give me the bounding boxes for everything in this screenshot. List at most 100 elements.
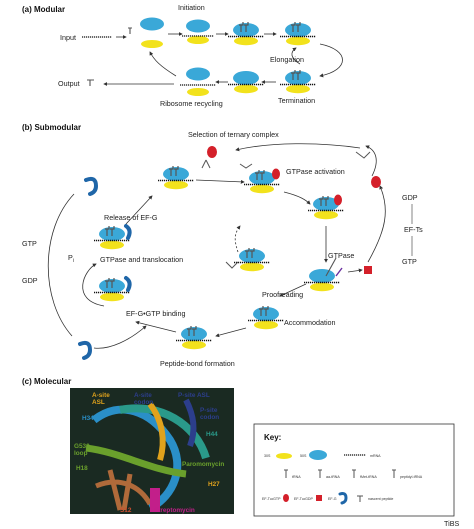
- h34-label: H34: [82, 415, 94, 422]
- init-70s: [227, 21, 265, 46]
- streptomycin-mark: [150, 488, 160, 512]
- recycled-subunits: [180, 67, 216, 96]
- streptomycin-label: Streptomycin: [154, 507, 195, 514]
- key-aa-trna-label: aa-tRNA: [326, 475, 340, 479]
- h18-ribbon: [85, 444, 187, 478]
- arrow-rejection: [234, 225, 241, 253]
- paromomycin-label: Paromomycin: [182, 461, 224, 468]
- recycling-label: Ribosome recycling: [160, 99, 223, 108]
- key-box: Key: 30S 50S mRNA tRNA aa-tRNA fMet-tRNA…: [253, 423, 455, 517]
- key-50s-swatch: [309, 450, 327, 460]
- gtp-right-label: GTP: [402, 257, 417, 266]
- ef-tu-gdp-square: [364, 266, 372, 274]
- output-peptide: [87, 79, 94, 86]
- ribosome-gtpase-activation: [243, 168, 281, 194]
- output-label: Output: [58, 79, 80, 88]
- key-ef-tu-gdp-swatch: [316, 495, 322, 501]
- key-aa-trna-swatch: [318, 469, 322, 478]
- ribosome-translocated: [93, 224, 132, 250]
- gtp-left-label: GTP: [22, 239, 37, 248]
- journal-label: TiBS: [444, 519, 460, 528]
- key-peptidyl-trna-swatch: [392, 469, 396, 478]
- key-ef-g-swatch: [338, 492, 348, 505]
- key-ef-tu-gtp-swatch: [283, 494, 289, 502]
- arrow-to-gtpase: [283, 191, 311, 205]
- key-fmet-trna-swatch: [352, 469, 356, 478]
- gtpase-label: GTPase: [328, 251, 354, 260]
- key-50s-label: 50S: [300, 454, 307, 458]
- arrow-recharge: [365, 145, 377, 177]
- h44-ribbon: [119, 404, 210, 460]
- section-a-title: (a) Modular: [22, 5, 65, 14]
- key-nascent-peptide-label: nascent peptide: [368, 497, 393, 501]
- ef-g-free-bottom: [78, 340, 93, 360]
- arrow-to-peptide-bond: [215, 327, 247, 338]
- g530-loop-label: G530-loop: [74, 443, 92, 457]
- key-trna-swatch: [284, 469, 288, 478]
- section-b-title: (b) Submodular: [22, 123, 81, 132]
- arrow-efg-gtp: [93, 325, 147, 349]
- trna-top: [239, 163, 253, 169]
- key-fmet-trna-label: fMet-tRNA: [360, 475, 377, 479]
- ef-tu-gtp-recycled: [371, 176, 381, 188]
- key-title: Key:: [264, 433, 281, 442]
- efg-binding-label: EF-G•GTP binding: [126, 309, 186, 318]
- accommodation-label: Accommodation: [284, 318, 336, 327]
- input-label: Input: [60, 33, 76, 42]
- init-subunits: [128, 17, 164, 48]
- term-ribosome-2: [227, 70, 265, 94]
- key-trna-label: tRNA: [292, 475, 301, 479]
- submodular-panel: Selection of ternary complex GTPase acti…: [22, 130, 423, 368]
- arrow-efg-release: [125, 195, 153, 225]
- arrow-reinit: [149, 51, 177, 77]
- elongation-cycle-arrow-b: [291, 47, 301, 65]
- gtpase-activation-label: GTPase activation: [286, 167, 345, 176]
- gtpase-translocation-label: GTPase and translocation: [100, 255, 183, 264]
- h18-label: H18: [76, 465, 88, 472]
- ribosome-tu-bound: [307, 194, 345, 220]
- arrow-to-accommodation: [279, 283, 307, 297]
- h34-ribbon: [91, 405, 182, 512]
- termination-label: Termination: [278, 96, 315, 105]
- trna-top-right: [355, 151, 371, 159]
- rejected-trna: [225, 261, 239, 269]
- pi-label: Pi: [68, 253, 74, 264]
- termination-ribosome: [279, 69, 317, 94]
- ternary-complex-top: [201, 146, 217, 169]
- ef-g-free-top: [84, 176, 99, 196]
- p-site-asl-ribbon: [183, 398, 197, 448]
- ribosome-top-left: [157, 165, 195, 190]
- key-nascent-peptide-swatch: [357, 495, 363, 502]
- elongation-cycle-arrow-a: [319, 43, 343, 78]
- p-site-asl-label: P-site ASL: [178, 392, 210, 399]
- initiation-label: Initiation: [178, 3, 205, 12]
- ribosome-accommodation: [247, 305, 285, 330]
- modular-panel: Input Initiation Elongation: [58, 3, 343, 108]
- s12-label: S12: [120, 507, 132, 514]
- key-30s-swatch: [276, 453, 292, 459]
- h27-label: H27: [208, 481, 220, 488]
- release-efg-label: Release of EF-G: [104, 213, 158, 222]
- arrow-efg-bind: [135, 320, 177, 333]
- gdp-right-label: GDP: [402, 193, 418, 202]
- ribosome-peptide-bond: [175, 325, 213, 350]
- ef-ts-label: EF-Ts: [404, 225, 423, 234]
- key-ef-tu-gtp-label: EF-Tu•GTP: [262, 497, 281, 501]
- key-ef-tu-gdp-label: EF-Tu•GDP: [294, 497, 313, 501]
- key-30s-label: 30S: [264, 454, 271, 458]
- arrow-tu-release: [347, 268, 363, 273]
- peptide-bond-label: Peptide-bond formation: [160, 359, 235, 368]
- ribosome-efg-bound: [93, 276, 132, 302]
- a-site-asl-ribbon: [147, 402, 166, 461]
- efg-recycle-curve: [47, 193, 75, 337]
- gdp-left-label: GDP: [22, 276, 38, 285]
- init-complex: [182, 19, 214, 44]
- arrow-ef-ts: [367, 185, 386, 263]
- key-mrna-label: mRNA: [370, 454, 381, 458]
- arrow-translocation: [82, 263, 105, 307]
